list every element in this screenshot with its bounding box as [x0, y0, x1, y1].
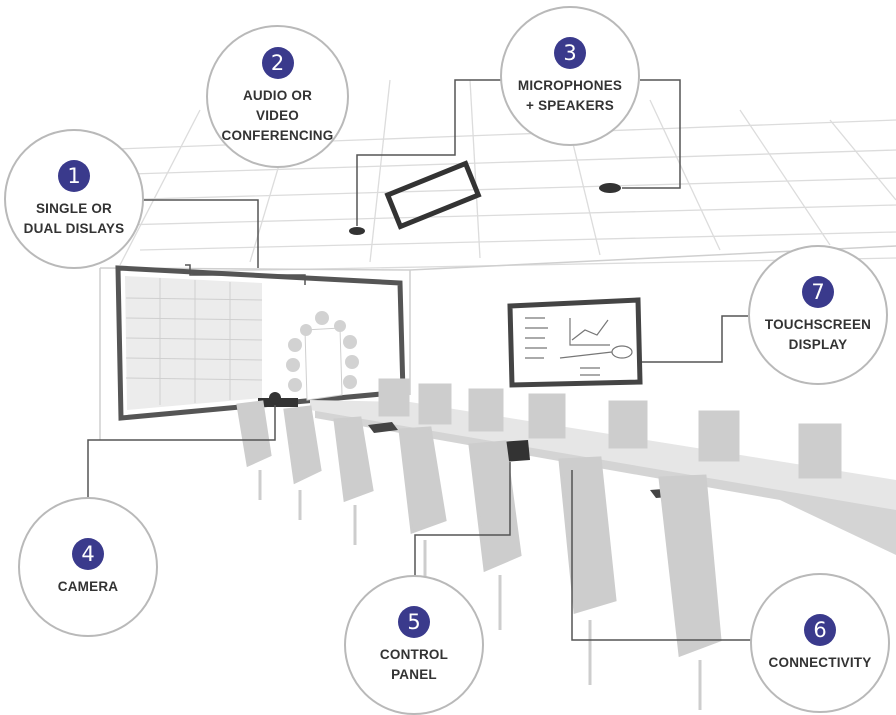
touchscreen-display: [507, 297, 643, 388]
callout-label: CONTROL PANEL: [379, 646, 449, 682]
callout-number-badge: 3: [554, 36, 586, 69]
callout-number-badge: 2: [261, 47, 294, 79]
callout-microphones-speakers: 3 MICROPHONES + SPEAKERS: [500, 6, 640, 146]
callout-label: SINGLE OR DUAL DISLAYS: [23, 200, 125, 236]
callout-conferencing: 2 AUDIO OR VIDEO CONFERENCING: [206, 25, 349, 168]
ceiling-mic-right: [599, 183, 621, 193]
chairs: [236, 378, 842, 710]
camera-lens: [269, 392, 281, 404]
ceiling-mic-left: [349, 227, 365, 235]
callout-control-panel: 5 CONTROL PANEL: [344, 575, 484, 715]
ceiling-speaker: [384, 160, 482, 230]
callout-touchscreen: 7 TOUCHSCREEN DISPLAY: [748, 245, 888, 385]
table-port-left: [368, 422, 398, 433]
callout-leader-lines: [87, 79, 762, 641]
callout-displays: 1 SINGLE OR DUAL DISLAYS: [4, 129, 144, 269]
callout-number-badge: 4: [72, 537, 104, 570]
callout-label: TOUCHSCREEN DISPLAY: [764, 316, 872, 352]
callout-label: AUDIO OR VIDEO CONFERENCING: [221, 88, 334, 143]
main-display: [115, 265, 406, 421]
conference-table: [315, 405, 896, 555]
callout-number-badge: 1: [58, 159, 90, 192]
callout-number-badge: 5: [398, 605, 430, 638]
callout-camera: 4 CAMERA: [18, 497, 158, 637]
callout-number-badge: 7: [802, 275, 834, 308]
callout-connectivity: 6 CONNECTIVITY: [750, 573, 890, 713]
table-top: [310, 400, 896, 510]
callout-label: CAMERA: [57, 578, 119, 594]
callout-label: MICROPHONES + SPEAKERS: [517, 77, 623, 113]
callout-label: CONNECTIVITY: [768, 654, 872, 670]
callout-number-badge: 6: [804, 613, 836, 646]
